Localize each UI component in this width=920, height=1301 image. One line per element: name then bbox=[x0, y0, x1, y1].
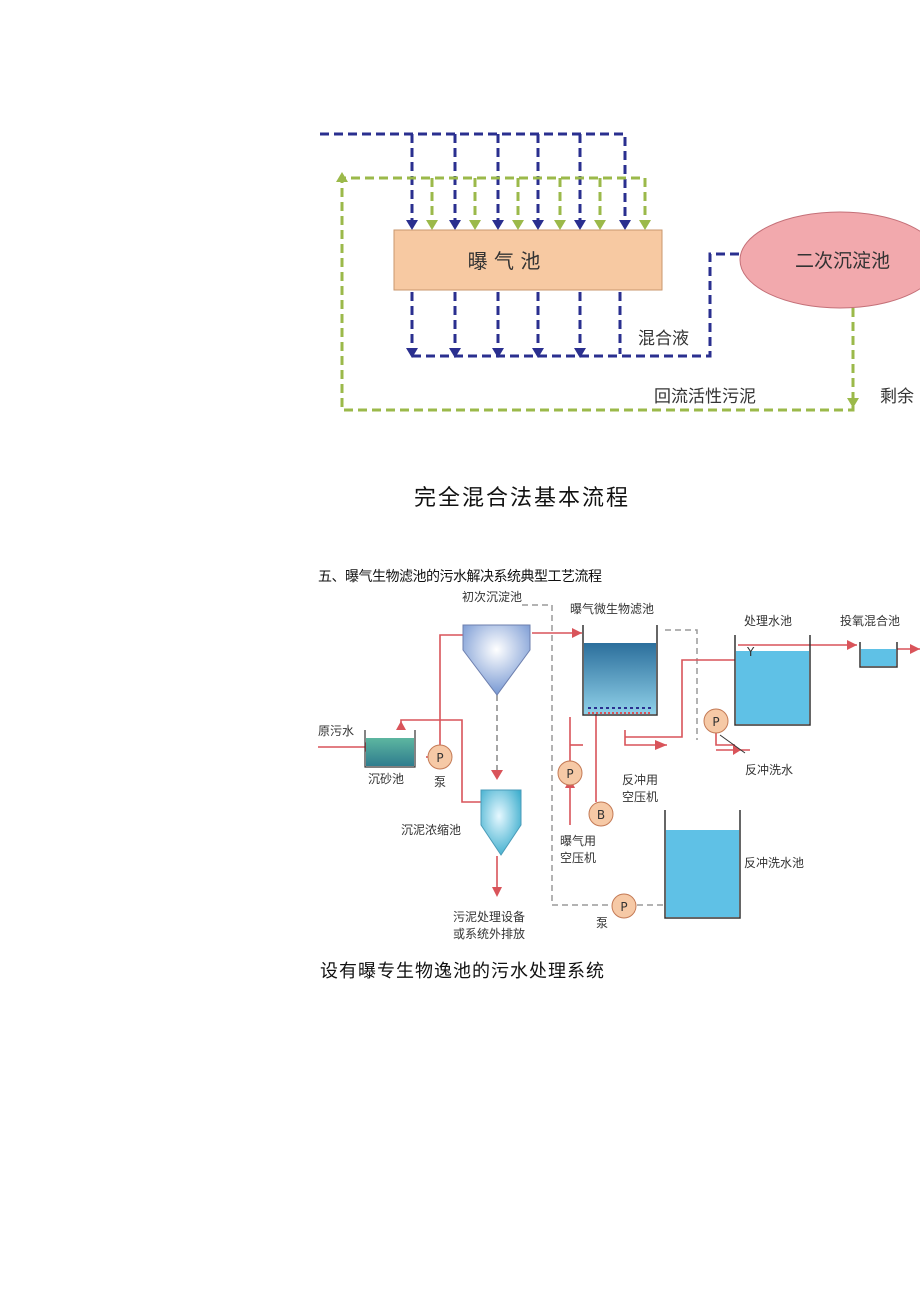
pump-icon bbox=[611, 893, 637, 919]
aeration-blower-label-2: 空压机 bbox=[560, 851, 596, 865]
pump-symbol: P bbox=[566, 767, 573, 781]
grit-chamber bbox=[364, 730, 416, 768]
section-heading: 五、曝气生物滤池的污水解决系统典型工艺流程 bbox=[318, 569, 602, 585]
mixed-liquor-pipes bbox=[320, 132, 742, 358]
pump-label-bottom: 泵 bbox=[596, 916, 608, 930]
baf-label: 曝气微生物滤池 bbox=[570, 601, 654, 616]
pump-symbol: P bbox=[620, 900, 627, 914]
boundary-lines bbox=[522, 604, 698, 906]
return-sludge-label: 回流活性污泥 bbox=[654, 387, 756, 407]
secondary-clarifier bbox=[739, 211, 920, 309]
backwash-water-tank bbox=[664, 810, 741, 919]
aeration-tank bbox=[393, 229, 663, 291]
green-arrowheads bbox=[336, 172, 859, 408]
primary-clarifier-label: 初次沉淀池 bbox=[462, 590, 522, 604]
treated-water-tank: Y bbox=[734, 635, 811, 726]
backwash-blower-label-2: 空压机 bbox=[622, 790, 658, 804]
baf-tank bbox=[582, 625, 658, 716]
complete-mixing-flow-diagram: 曝 气 池 二次沉淀池 混合液 回流活性污泥 剩余 bbox=[320, 132, 920, 412]
sludge-thickener-label: 沉泥浓缩池 bbox=[401, 822, 461, 837]
pump-icon bbox=[427, 744, 453, 770]
raw-sewage-label: 原污水 bbox=[318, 724, 354, 738]
diagram-caption-baf-system: 设有曝专生物逸池的污水处理系统 bbox=[320, 961, 605, 982]
blower-symbol: B bbox=[597, 808, 605, 822]
sludge-disposal-label-2: 或系统外排放 bbox=[453, 926, 525, 941]
pump-icon bbox=[557, 760, 583, 786]
pump-icon bbox=[703, 708, 729, 734]
treated-water-tank-label: 处理水池 bbox=[744, 614, 792, 628]
sludge-disposal-label-1: 污泥处理设备 bbox=[453, 910, 525, 924]
aeration-blower-label-1: 曝气用 bbox=[560, 833, 596, 848]
backwash-blower-label-1: 反冲用 bbox=[622, 772, 658, 787]
grit-chamber-label: 沉砂池 bbox=[368, 772, 404, 786]
primary-clarifier bbox=[462, 624, 531, 696]
excess-sludge-label: 剩余 bbox=[880, 387, 914, 407]
oxygen-mixing-tank bbox=[859, 642, 898, 668]
mixed-liquor-label: 混合液 bbox=[638, 329, 689, 349]
secondary-clarifier-label: 二次沉淀池 bbox=[795, 250, 890, 272]
blower-icon bbox=[588, 801, 614, 827]
pump-symbol: P bbox=[436, 751, 443, 765]
svg-text:Y: Y bbox=[746, 645, 755, 659]
blue-arrowheads bbox=[406, 220, 631, 358]
diagram-caption-complete-mixing: 完全混合法基本流程 bbox=[413, 486, 630, 511]
pump-label: 泵 bbox=[434, 775, 446, 789]
return-sludge-pipes bbox=[340, 176, 855, 412]
pump-symbol: P bbox=[712, 715, 719, 729]
backwash-tank-label: 反冲洗水池 bbox=[744, 855, 804, 870]
baf-process-diagram: 初次沉淀池 曝气微生物滤池 Y 处理水池 投氧混合池 原污水 沉砂池 P 泵 沉… bbox=[318, 590, 920, 941]
aeration-tank-label: 曝 气 池 bbox=[468, 249, 541, 273]
oxygen-mixing-tank-label: 投氧混合池 bbox=[840, 613, 900, 628]
sludge-thickener bbox=[480, 789, 522, 856]
backwash-water-label: 反冲洗水 bbox=[745, 762, 793, 777]
